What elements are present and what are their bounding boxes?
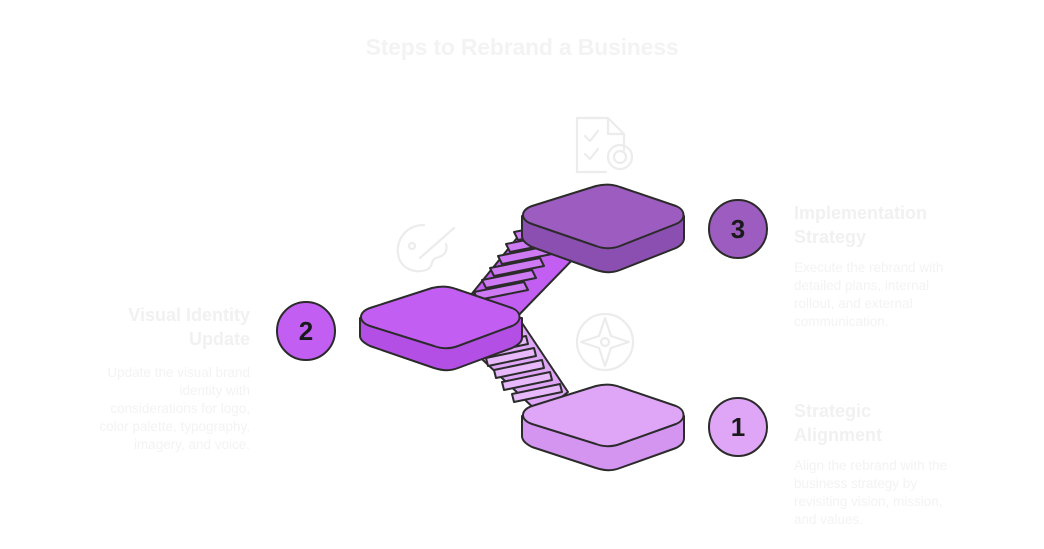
step-2-description: Update the visual brand identity with co… [60, 364, 250, 454]
step-1-title: Strategic Alignment [794, 399, 882, 447]
step-3-desc-line: communication. [794, 314, 889, 329]
step-1-title-line2: Alignment [794, 425, 882, 445]
step-3-badge: 3 [708, 199, 768, 259]
checklist-gear-icon [575, 116, 634, 174]
step-2-badge: 2 [276, 301, 336, 361]
step-1-number: 1 [731, 412, 745, 442]
palette-brush-icon [396, 223, 456, 273]
step-2-desc-line: identity with [179, 383, 250, 398]
step-1-desc-line: and values. [794, 512, 864, 527]
step-1-desc-line: revisiting vision, mission, [794, 494, 943, 509]
step-3-title-line2: Strategy [794, 227, 867, 247]
step-2-desc-line: Update the visual brand [107, 365, 250, 380]
step-3-desc-line: rollout, and external [794, 296, 913, 311]
step-2-title: Visual Identity Update [60, 303, 250, 351]
step-1-description: Align the rebrand with the business stra… [794, 457, 947, 529]
step-3-desc-line: detailed plans, internal [794, 278, 930, 293]
platform-3 [521, 183, 685, 274]
step-3-desc-line: Execute the rebrand with [794, 260, 944, 275]
step-2-desc-line: color palette, typography, [99, 419, 250, 434]
compass-icon [575, 312, 635, 372]
step-1-title-line1: Strategic [794, 401, 872, 421]
step-2-title-line2: Update [188, 329, 250, 349]
step-2-title-line1: Visual Identity [128, 305, 250, 325]
platform-1 [521, 383, 685, 472]
step-3-title-line1: Implementation [794, 203, 928, 223]
step-1-badge: 1 [708, 397, 768, 457]
step-2-desc-line: considerations for logo, [110, 401, 250, 416]
step-2-desc-line: imagery, and voice. [133, 437, 250, 452]
platform-2 [359, 285, 523, 372]
step-1-desc-line: Align the rebrand with the [794, 458, 948, 473]
step-1-desc-line: business strategy by [794, 476, 918, 491]
step-3-description: Execute the rebrand with detailed plans,… [794, 259, 943, 331]
step-3-title: Implementation Strategy [794, 201, 927, 249]
step-2-number: 2 [299, 316, 313, 346]
page-title: Steps to Rebrand a Business [365, 34, 679, 60]
step-3-number: 3 [731, 214, 745, 244]
